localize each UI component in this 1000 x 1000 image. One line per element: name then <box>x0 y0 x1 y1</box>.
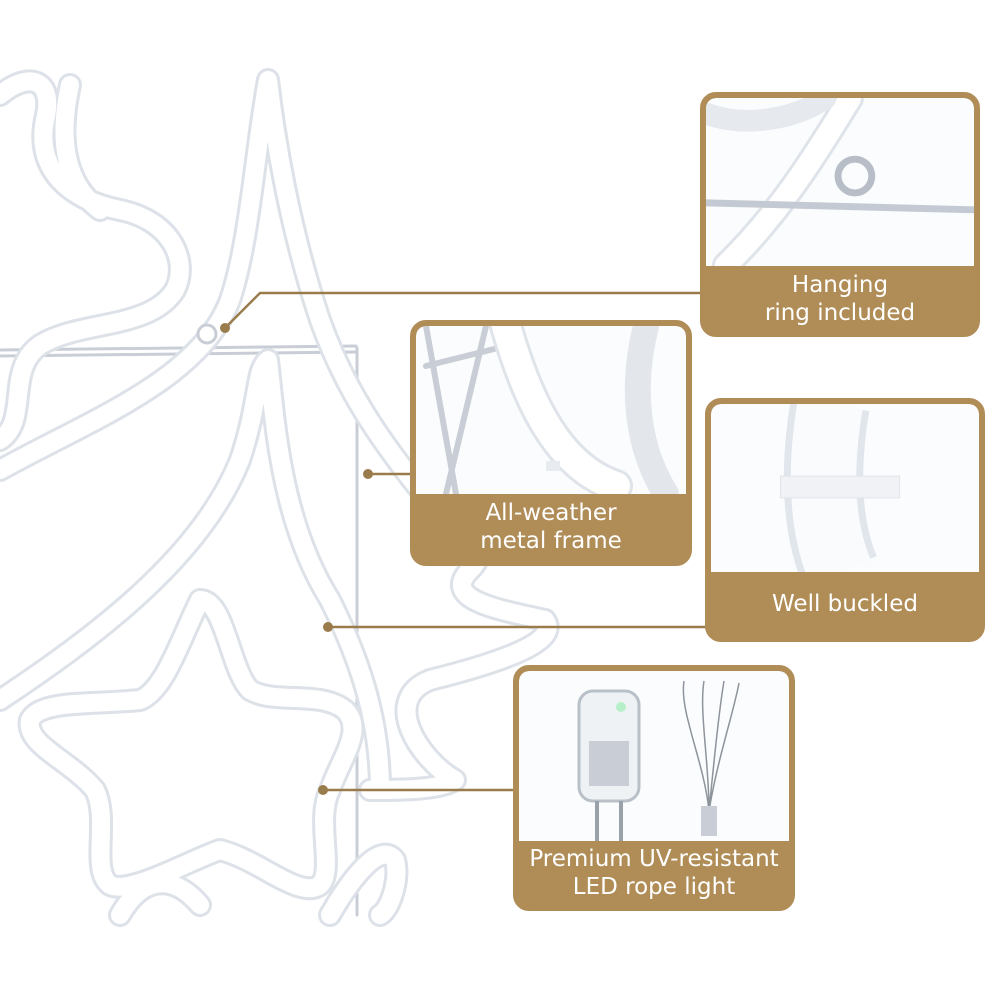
callout-rope-light: Premium UV-resistant LED rope light <box>513 665 795 911</box>
callout-hanging-ring: Hanging ring included <box>700 92 980 337</box>
callout-label-line: Well buckled <box>772 591 918 617</box>
metal-frame-photo <box>416 326 686 494</box>
callout-label-line: metal frame <box>480 528 622 554</box>
callout-label-line: LED rope light <box>572 874 736 900</box>
hanging-ring <box>196 323 218 345</box>
buckle-photo <box>711 404 979 572</box>
callout-metal-frame: All-weather metal frame <box>410 320 692 566</box>
callout-buckled: Well buckled <box>705 398 985 642</box>
leader-lines <box>223 291 707 792</box>
callout-label-line: Premium UV-resistant <box>529 846 779 872</box>
callout-label-line: All-weather <box>485 500 617 526</box>
callout-label-line: ring included <box>764 299 916 326</box>
led-bulb-photo <box>519 671 789 841</box>
hanging-ring-photo <box>706 98 974 266</box>
callout-label-line: Hanging <box>791 271 889 298</box>
